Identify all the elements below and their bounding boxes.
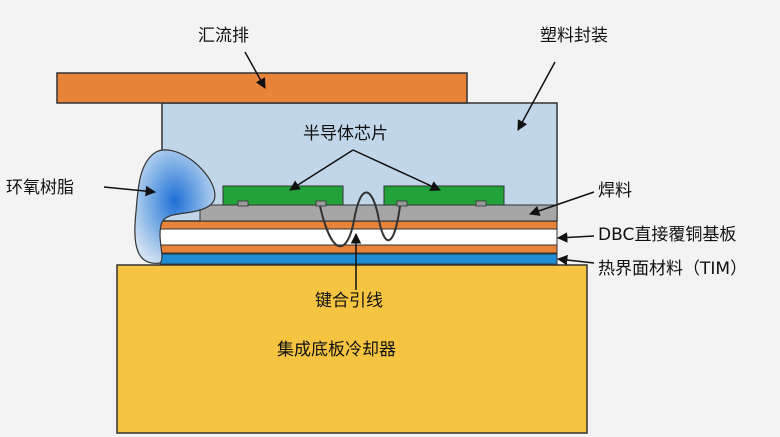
label-dbc: DBC直接覆铜基板 [598, 225, 737, 245]
cooler-base [116, 264, 588, 434]
dbc-ceramic [159, 228, 558, 246]
label-tim: 热界面材料（TIM） [598, 259, 748, 279]
chip-right [383, 185, 505, 206]
chip-pad [237, 200, 249, 207]
label-epoxy: 环氧树脂 [6, 178, 74, 198]
solder-leader [529, 191, 595, 216]
label-semiconductor-chip: 半导体芯片 [303, 124, 388, 144]
busbar [56, 72, 468, 104]
label-plastic-package: 塑料封装 [540, 26, 608, 46]
dbc-leader [556, 232, 595, 243]
label-cooler: 集成底板冷却器 [277, 340, 396, 360]
busbar-leader [244, 51, 266, 89]
epoxy-leader [103, 185, 157, 197]
package-leader [517, 61, 556, 131]
label-busbar: 汇流排 [198, 26, 249, 46]
bond-wire [319, 191, 401, 248]
chip-pad [396, 200, 408, 207]
chip-left [222, 185, 344, 206]
tim-layer [159, 253, 558, 265]
chip-leader-left [289, 149, 354, 191]
dbc-copper-top [159, 220, 558, 230]
chip-pad [475, 200, 487, 207]
dbc-copper-bottom [159, 244, 558, 254]
chip-leader-right [352, 149, 441, 191]
chip-pad [315, 200, 327, 207]
label-bond-wire: 键合引线 [315, 291, 383, 311]
tim-leader [556, 254, 595, 266]
epoxy-blob [134, 149, 216, 264]
label-solder: 焊料 [598, 181, 632, 201]
